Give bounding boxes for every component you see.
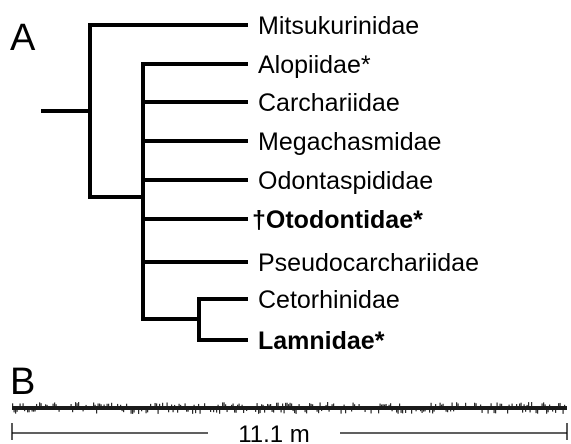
scale-bar: 11.1 m (11, 421, 568, 444)
taxon-label: Carchariidae (258, 89, 400, 117)
taxon-label: Mitsukurinidae (258, 12, 419, 40)
taxon-label: Lamnidae* (258, 327, 385, 355)
cladogram (41, 23, 248, 342)
specimen-silhouette (12, 402, 567, 414)
taxon-labels: Mitsukurinidae Alopiidae* Carchariidae M… (252, 12, 479, 355)
taxon-label: Pseudocarchariidae (258, 249, 479, 277)
panel-b-label: B (10, 361, 35, 403)
taxon-label: Cetorhinidae (258, 286, 400, 314)
taxon-label: Odontaspididae (258, 167, 433, 195)
scale-bar-label: 11.1 m (238, 421, 310, 444)
panel-a-label: A (10, 17, 36, 59)
taxon-label: Megachasmidae (258, 128, 441, 156)
taxon-label: †Otodontidae* (252, 206, 423, 234)
taxon-label: Alopiidae* (258, 51, 371, 79)
